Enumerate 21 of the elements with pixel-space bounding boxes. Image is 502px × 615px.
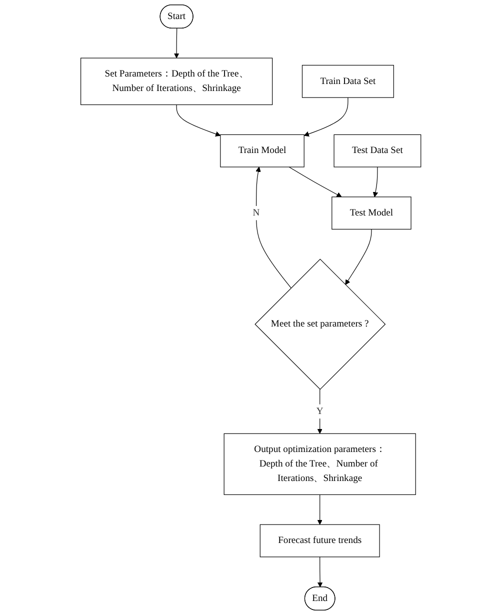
node-box — [334, 134, 422, 168]
node-diamond — [254, 258, 386, 390]
arrow — [317, 494, 323, 525]
node-box — [80, 58, 273, 106]
edge-label: Y — [316, 406, 324, 416]
arrow — [304, 97, 348, 136]
arrow — [318, 556, 323, 588]
arrow — [288, 166, 342, 198]
flowchart-drawing: N Y Start Set Parameters：Depth of the Tree、Number of Iterations、Shrinkage Train Data Set Train Model Test Data Set Test Model Meet the set parameters ? Output optimization parameters：Depth of the Tree、Number of Iterations、Shrinkage Forecast future trends End — [76, 0, 426, 615]
arrow — [345, 228, 372, 285]
node-box — [224, 433, 416, 495]
arrow — [174, 28, 180, 58]
node-box — [220, 134, 305, 168]
node-box — [332, 196, 412, 230]
arrow — [317, 389, 323, 434]
edge-label: N — [252, 208, 260, 218]
node-box — [302, 64, 394, 98]
arrow — [256, 166, 292, 288]
node-box — [260, 524, 380, 558]
arrow — [176, 104, 221, 136]
arrow — [373, 166, 378, 198]
